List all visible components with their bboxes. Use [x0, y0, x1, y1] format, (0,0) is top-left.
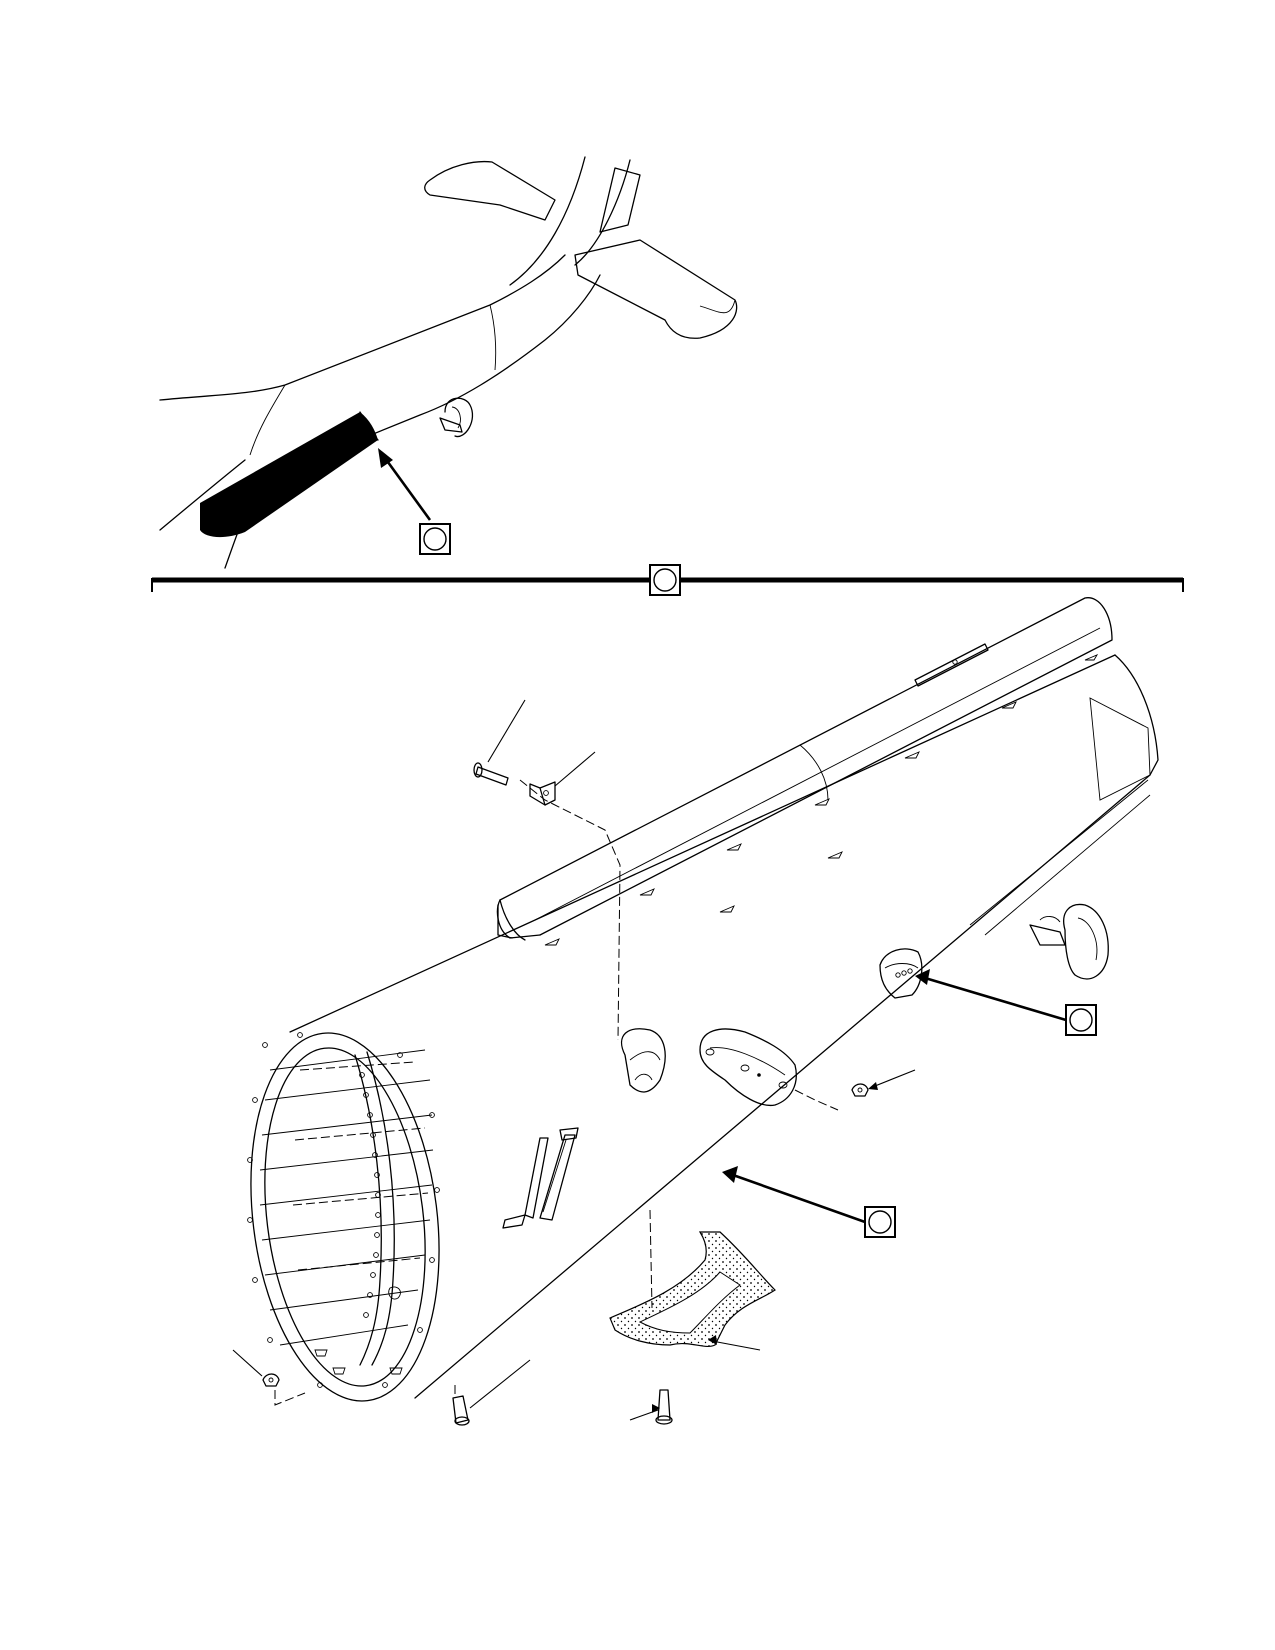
- locator-view: [159, 156, 738, 569]
- tail-wheel-locator: [439, 397, 474, 438]
- bottom-screw: [629, 1389, 673, 1425]
- bolt-lower-center: [452, 1359, 531, 1426]
- bulkhead-stringers: [259, 1049, 434, 1346]
- right-stabilizer: [574, 239, 738, 339]
- saddle-fitting-middle: [699, 1028, 797, 1107]
- perforated-frame: [609, 1231, 776, 1351]
- arrow-locator: [378, 448, 432, 521]
- tail-wheel: [1029, 903, 1109, 980]
- fairing-vents: [544, 654, 1099, 946]
- callout-locator: [419, 523, 451, 555]
- callout-upper-fairing: [1065, 1004, 1097, 1036]
- strip-brackets: [502, 1127, 579, 1229]
- arrow-tailboom-panel: [722, 1166, 866, 1224]
- arrow-upper-fairing: [915, 969, 1067, 1022]
- highlighted-panel: [200, 412, 378, 538]
- bulkhead-frame: [354, 1051, 395, 1366]
- top-bolt: [473, 699, 526, 786]
- bulkhead-ring: [247, 1032, 440, 1402]
- bulkhead-nutplates: [314, 1286, 403, 1375]
- callout-tailboom-panel: [864, 1206, 896, 1238]
- nutplate-right: [851, 1069, 916, 1097]
- callout-divider: [649, 564, 681, 596]
- tailboom-body: [289, 654, 1159, 1399]
- left-stabilizer: [424, 160, 556, 221]
- saddle-fitting-left: [620, 1028, 666, 1093]
- top-clip: [529, 751, 596, 806]
- vertical-fin: [509, 156, 641, 286]
- view-divider: [151, 564, 1184, 596]
- bulkhead-holes: [247, 1032, 440, 1388]
- exploded-view: [232, 597, 1159, 1426]
- nutplate-lower-left: [232, 1349, 306, 1406]
- upper-fairing: [496, 597, 1113, 941]
